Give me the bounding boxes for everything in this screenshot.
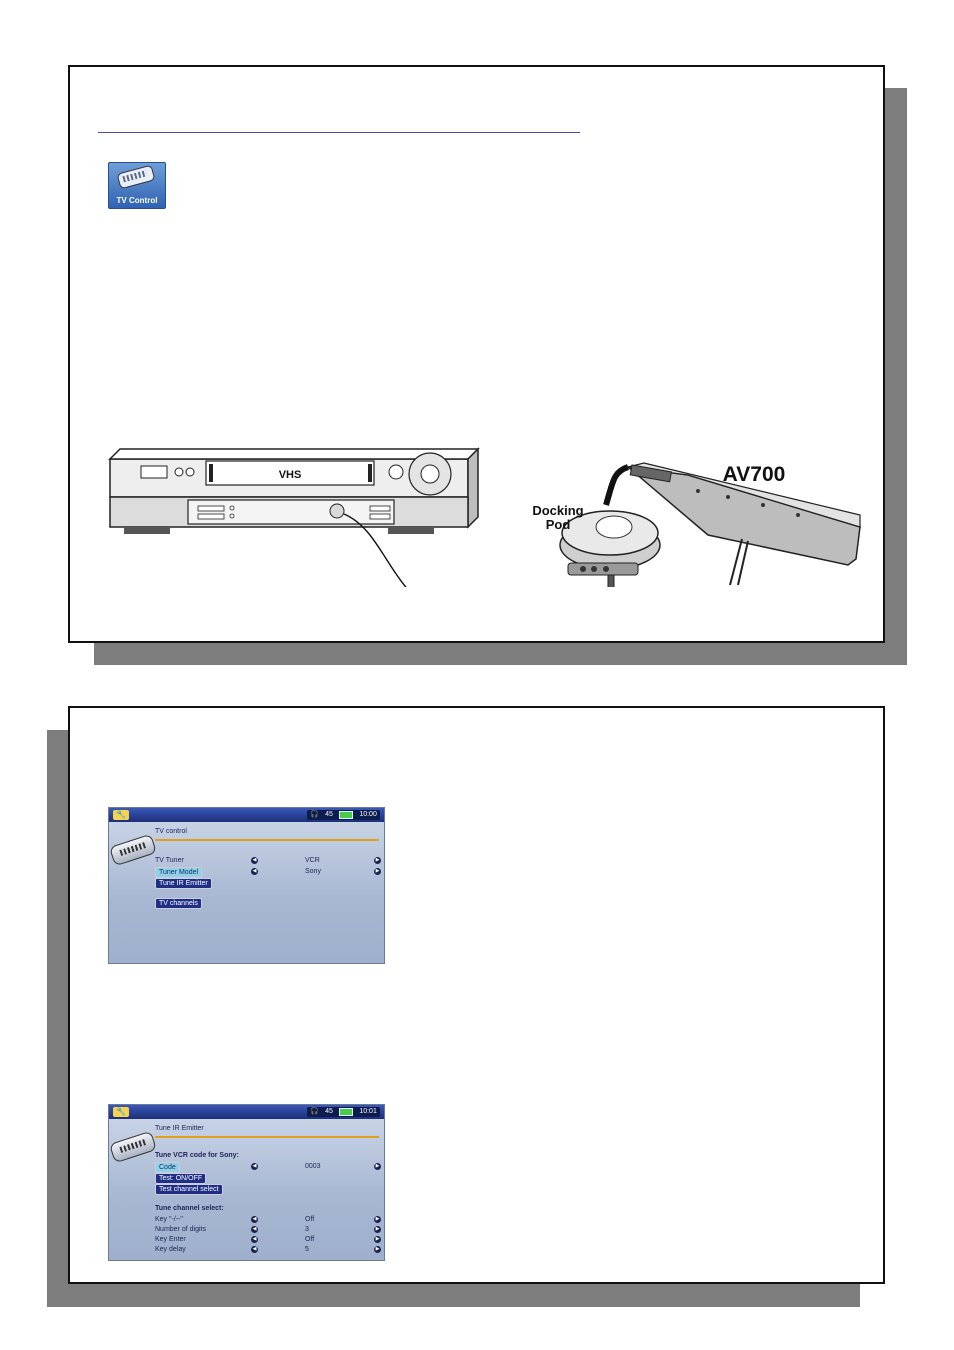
setting-value: 5 [305,1246,309,1253]
setting-label: Number of digits [155,1226,206,1233]
remote-control-icon [109,1130,158,1164]
heading-rule [98,132,580,133]
setting-value: Off [305,1236,315,1243]
av700-label: AV700 [723,463,786,486]
test-on-off-button[interactable]: Test: ON/OFF [155,1173,207,1184]
setting-value: Off [305,1216,315,1223]
wrench-icon: 🔧 [113,1107,129,1117]
tune-ir-emitter-screenshot: 🔧 🎧 45 10:01 Tune IR Emitter Tune VCR co… [108,1104,385,1261]
volume-value: 45 [325,1108,333,1115]
status-bar: 🔧 🎧 45 10:00 [109,808,384,822]
arrow-left-icon[interactable]: ◀ [251,868,258,875]
setting-row-code[interactable]: Code ◀ 0003 ▶ [155,1162,381,1173]
tv-control-screenshot: 🔧 🎧 45 10:00 TV control TV Tuner ◀ VCR ▶… [108,807,385,964]
setting-row[interactable]: Number of digits ◀ 3 ▶ [155,1225,381,1234]
setting-label: Key delay [155,1246,186,1253]
section-heading-channel-select: Tune channel select: [155,1205,224,1212]
battery-icon [339,811,354,819]
setting-row-tuner-model[interactable]: Tuner Model ◀ Sony ▶ [155,867,381,878]
screen-title: Tune IR Emitter [155,1125,204,1132]
status-bar: 🔧 🎧 45 10:01 [109,1105,384,1119]
title-rule [155,1136,379,1138]
arrow-right-icon[interactable]: ▶ [374,1163,381,1170]
battery-icon [339,1108,354,1116]
tv-channels-button[interactable]: TV channels [155,898,202,909]
bottom-panel: 🔧 🎧 45 10:00 TV control TV Tuner ◀ VCR ▶… [68,706,885,1284]
av-cable [343,513,611,587]
vcr-illustration: VHS [108,447,480,534]
setting-value: 0003 [305,1163,321,1170]
tv-control-label: TV Control [116,196,158,205]
setting-row[interactable]: Key Enter ◀ Off ▶ [155,1235,381,1244]
volume-value: 45 [325,811,333,818]
arrow-right-icon[interactable]: ▶ [374,1216,381,1223]
arrow-left-icon[interactable]: ◀ [251,1246,258,1253]
headphones-icon: 🎧 [310,811,319,818]
arrow-left-icon[interactable]: ◀ [251,1163,258,1170]
setting-value: VCR [305,857,320,864]
docking-pod-label-line1: Docking [532,503,583,518]
tune-ir-emitter-button[interactable]: Tune IR Emitter [155,878,212,889]
top-panel: TV Control VHS [68,65,885,643]
setting-label: TV Tuner [155,857,184,864]
vcr-label: VHS [279,469,302,481]
connection-diagram: VHS Docking Pod [108,447,861,587]
arrow-left-icon[interactable]: ◀ [251,1216,258,1223]
clock-time: 10:00 [359,811,377,818]
remote-control-icon [109,833,158,867]
status-box: 🎧 45 10:00 [307,810,380,820]
clock-time: 10:01 [359,1108,377,1115]
screen-title: TV control [155,828,187,835]
arrow-right-icon[interactable]: ▶ [374,1226,381,1233]
arrow-right-icon[interactable]: ▶ [374,1236,381,1243]
docking-pod-label-line2: Pod [546,517,571,532]
wrench-icon: 🔧 [113,810,129,820]
setting-label-selected: Tuner Model [155,867,203,878]
arrow-left-icon[interactable]: ◀ [251,857,258,864]
tv-control-icon[interactable]: TV Control [108,162,166,209]
setting-row-tv-tuner[interactable]: TV Tuner ◀ VCR ▶ [155,856,381,865]
title-rule [155,839,379,841]
arrow-left-icon[interactable]: ◀ [251,1236,258,1243]
setting-label-selected: Code [155,1162,180,1173]
setting-row[interactable]: Key delay ◀ 5 ▶ [155,1245,381,1254]
arrow-right-icon[interactable]: ▶ [374,857,381,864]
arrow-right-icon[interactable]: ▶ [374,1246,381,1253]
headphones-icon: 🎧 [310,1108,319,1115]
setting-value: 3 [305,1226,309,1233]
status-box: 🎧 45 10:01 [307,1107,380,1117]
setting-label: Key "-/--" [155,1216,183,1223]
tv-remote-icon [116,164,156,190]
arrow-left-icon[interactable]: ◀ [251,1226,258,1233]
docking-pod-illustration: Docking Pod [532,464,661,587]
test-channel-select-button[interactable]: Test channel select [155,1184,223,1195]
section-heading-vcr-code: Tune VCR code for Sony: [155,1152,239,1159]
setting-row[interactable]: Key "-/--" ◀ Off ▶ [155,1215,381,1224]
setting-label: Key Enter [155,1236,186,1243]
arrow-right-icon[interactable]: ▶ [374,868,381,875]
av700-device-illustration: AV700 [625,462,861,586]
setting-value: Sony [305,868,321,875]
